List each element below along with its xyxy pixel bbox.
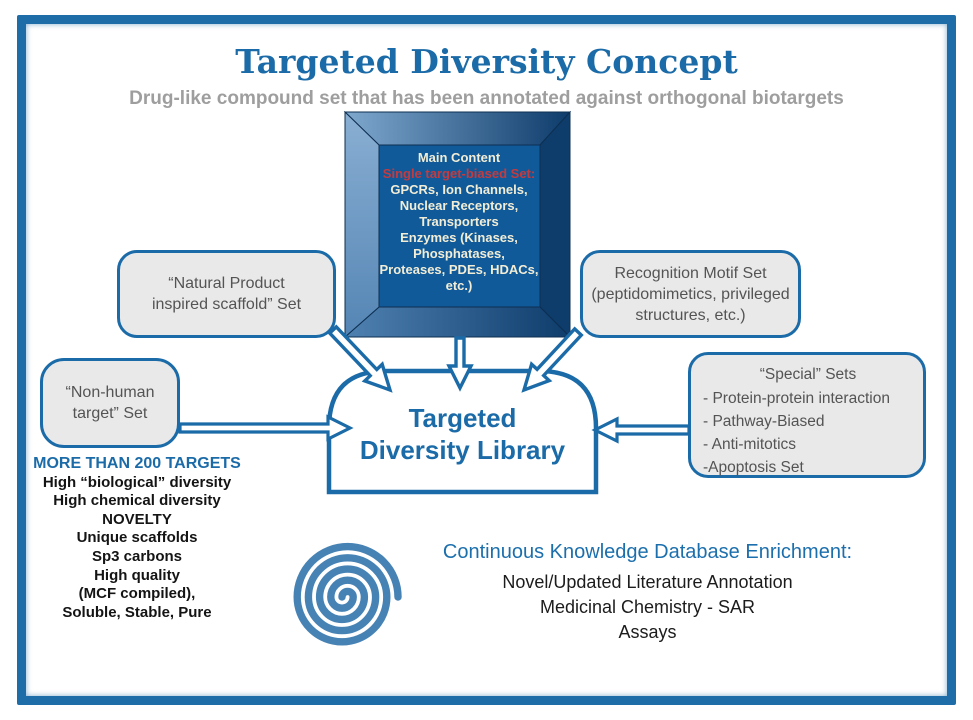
- recognition-line: Recognition Motif Set: [614, 264, 767, 282]
- special-sets-item: - Pathway-Biased: [703, 413, 825, 430]
- arrow-nonhuman-to-library: [178, 414, 354, 442]
- non-human-line: “Non-human: [65, 384, 155, 401]
- special-sets-box: “Special” Sets - Protein-protein interac…: [688, 352, 926, 478]
- main-content-highlight: Single target-biased Set:: [382, 166, 536, 181]
- special-sets-item: - Anti-mitotics: [703, 436, 797, 453]
- enrichment-block: Continuous Knowledge Database Enrichment…: [400, 541, 895, 645]
- spiral-icon: [293, 542, 402, 646]
- arrow-recognition-to-library: [521, 326, 584, 393]
- enrichment-line: Novel/Updated Literature Annotation: [502, 572, 793, 592]
- main-content-line: etc.): [445, 278, 473, 293]
- enrichment-heading: Continuous Knowledge Database Enrichment…: [442, 541, 853, 563]
- non-human-line: target” Set: [72, 405, 148, 422]
- non-human-target-box: “Non-human target” Set: [40, 358, 180, 448]
- special-sets-item: -Apoptosis Set: [703, 459, 804, 476]
- natural-product-line: “Natural Product: [168, 275, 285, 292]
- main-content-line: Phosphatases,: [413, 246, 505, 261]
- natural-product-line: inspired scaffold” Set: [151, 296, 302, 313]
- facts-line: High quality: [94, 566, 180, 584]
- main-content-line: Enzymes (Kinases,: [400, 230, 518, 245]
- recognition-line: structures, etc.): [635, 306, 746, 324]
- enrichment-line: Assays: [618, 622, 677, 642]
- arrow-special-to-library: [591, 416, 691, 444]
- facts-block: MORE THAN 200 TARGETS High “biological” …: [33, 455, 241, 622]
- facts-line: Unique scaffolds: [76, 529, 198, 547]
- facts-line: NOVELTY: [102, 510, 172, 528]
- library-label-line: Targeted: [408, 403, 517, 433]
- main-content-line: Transporters: [419, 214, 499, 229]
- page-title: Targeted Diversity Concept: [235, 42, 738, 81]
- facts-line: High “biological” diversity: [42, 473, 232, 491]
- main-content-title: Main Content: [417, 150, 501, 165]
- recognition-motif-box: Recognition Motif Set (peptidomimetics, …: [580, 250, 801, 338]
- arrow-maincontent-to-library: [446, 336, 474, 392]
- facts-line: (MCF compiled),: [78, 585, 196, 603]
- arrow-natural-to-library: [327, 324, 393, 393]
- recognition-line: (peptidomimetics, privileged: [591, 285, 790, 303]
- facts-line: Soluble, Stable, Pure: [62, 603, 212, 621]
- library-label: Targeted Diversity Library: [330, 402, 595, 466]
- natural-product-box: “Natural Product inspired scaffold” Set: [117, 250, 336, 338]
- library-label-line: Diversity Library: [359, 435, 566, 465]
- main-content-line: GPCRs, Ion Channels,: [390, 182, 528, 197]
- main-content-box-3d: [343, 110, 572, 339]
- facts-heading: MORE THAN 200 TARGETS: [33, 455, 241, 472]
- facts-line: High chemical diversity: [53, 492, 221, 510]
- special-sets-title: “Special” Sets: [759, 366, 857, 383]
- main-content-line: Proteases, PDEs, HDACs,: [379, 262, 539, 277]
- main-content-text: Main Content Single target-biased Set: G…: [378, 150, 540, 294]
- subtitle: Drug-like compound set that has been ann…: [129, 88, 844, 109]
- facts-line: Sp3 carbons: [91, 547, 183, 565]
- special-sets-item: - Protein-protein interaction: [703, 390, 890, 407]
- enrichment-line: Medicinal Chemistry - SAR: [539, 597, 756, 617]
- main-content-line: Nuclear Receptors,: [399, 198, 519, 213]
